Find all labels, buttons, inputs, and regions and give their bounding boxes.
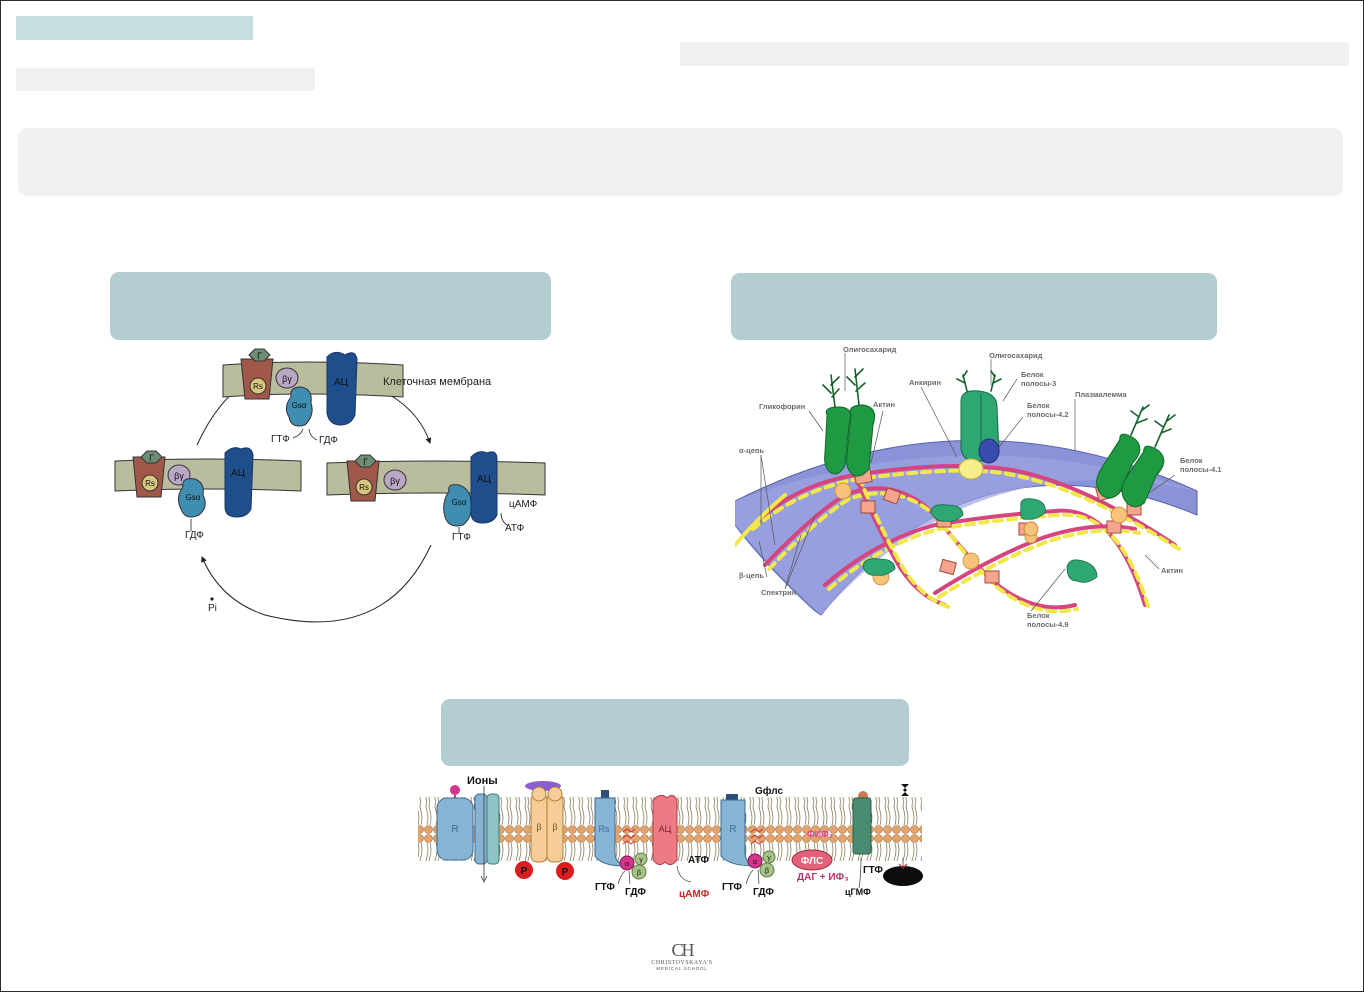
receptor-label: Rs	[253, 382, 263, 391]
gtp-label: ГТФ	[452, 532, 471, 543]
gs-label: Gsα	[292, 401, 307, 410]
glycophorin-right	[1096, 404, 1176, 508]
right-state: Г Rs βγ Gsα АЦ цАМФ АТФ ГТФ	[326, 451, 546, 543]
atp-label: АТФ	[505, 523, 525, 534]
pip2-label: ФИФ₂	[807, 829, 833, 839]
camp-label: цАМФ	[509, 499, 538, 510]
left-state: Г Rs βγ Gsα АЦ ГДФ	[114, 447, 302, 541]
ions-label: Ионы	[467, 775, 498, 787]
band3-complex	[956, 370, 1002, 480]
band41-label-line2: полосы-4.1	[1180, 465, 1222, 474]
beta-gamma-label: βγ	[282, 374, 292, 384]
glycophorin-label: Гликофорин	[759, 402, 805, 411]
gamma-label: Г	[149, 453, 154, 463]
beta-s-label-1: β	[637, 870, 641, 877]
alpha-label-2: α	[753, 859, 757, 866]
top-state: Г Rs βγ Gsα АЦ Клеточная мембрана ГТФ ГД…	[222, 348, 492, 446]
alpha-label-1: α	[625, 861, 629, 868]
membrane-label: Клеточная мембрана	[383, 376, 492, 388]
phosphate-label-2: P	[562, 867, 569, 878]
ac-label: АЦ	[334, 377, 349, 388]
gdp-label-1: ГДФ	[625, 887, 646, 898]
ac-label: АЦ	[659, 824, 672, 834]
receptor-label: Rs	[145, 479, 155, 488]
ac-label: АЦ	[231, 468, 246, 479]
spectrin-label: Спектрин	[761, 588, 796, 597]
logo-line-1: CHRISTOVSKAYA'S	[651, 960, 713, 966]
small-band3-proteins	[862, 498, 1098, 583]
gprotein-cycle-diagram: Г Rs βγ Gsα АЦ Клеточная мембрана ГТФ ГД…	[114, 348, 546, 623]
gs-label: Gsα	[186, 493, 201, 502]
g-plc-label: Gфлс	[755, 785, 784, 797]
gamma-hexagon	[248, 348, 271, 362]
actin-top-label: Актин	[873, 400, 895, 409]
beta-label-1: β	[536, 822, 541, 832]
receptor-r1-label: R	[451, 824, 458, 835]
atp-label: АТФ	[688, 855, 709, 866]
band3-label-line2: полосы-3	[1021, 379, 1056, 388]
caption-box-gprotein-cycle	[110, 272, 551, 340]
ankyrin-label: Анкирин	[909, 378, 941, 387]
beta-label-2: β	[552, 822, 557, 832]
caption-box-signaling	[441, 699, 909, 766]
phosphate-label-1: P	[521, 866, 528, 877]
band41-label-line1: Белок	[1180, 456, 1203, 465]
subtitle-placeholder	[16, 68, 315, 91]
beta-gamma-label: βγ	[390, 476, 400, 486]
gtp-label: ГТФ	[271, 434, 290, 445]
phosphate-label: Pi	[208, 603, 217, 614]
gdp-label: ГДФ	[319, 435, 338, 446]
band42-label-line2: полосы-4.2	[1027, 410, 1069, 419]
gtp-label-1: ГТФ	[595, 882, 615, 893]
band49-label-line2: полосы-4.9	[1027, 620, 1069, 629]
plc-label: ФЛС	[801, 856, 823, 867]
oligosaccharide-label-2: Олигосахарид	[989, 351, 1043, 360]
header-placeholder	[680, 42, 1349, 66]
gamma-label: Г	[257, 351, 262, 361]
gamma-label-2: γ	[767, 855, 771, 862]
logo-monogram: CH	[671, 940, 694, 960]
plasmalemma-label: Плазмалемма	[1075, 390, 1127, 399]
beta-s-label-2: β	[765, 868, 769, 875]
ac-label: АЦ	[477, 474, 492, 485]
signaling-membrane-diagram: R Ионы β β P P Rs α γ β ГТФ ГДФ АЦ АТФ ц…	[418, 775, 923, 900]
oligosaccharide-label-1: Олигосахарид	[843, 345, 897, 354]
cgmp-label: цГМФ	[845, 887, 871, 897]
actin-bottom-label: Актин	[1161, 566, 1183, 575]
beta-chain-label: β-цепь	[739, 571, 764, 580]
band3-label-line1: Белок	[1021, 370, 1044, 379]
gtp-label-3: ГТФ	[863, 865, 883, 876]
camp-label: цАМФ	[679, 889, 710, 900]
gdp-label-2: ГДФ	[753, 887, 774, 898]
caption-box-erythrocyte-membrane	[731, 273, 1217, 340]
band49-label-line1: Белок	[1027, 611, 1050, 620]
rs-label: Rs	[599, 824, 610, 834]
title-placeholder	[16, 16, 253, 40]
intro-text-placeholder	[18, 128, 1343, 196]
beta-gamma-label: βγ	[174, 471, 184, 481]
dag-ip3-label: ДАГ + ИФ₃	[797, 872, 849, 883]
school-logo: CH CHRISTOVSKAYA'S MEDICAL SCHOOL	[640, 940, 724, 971]
gamma-label: Г	[363, 457, 368, 467]
gtp-label-2: ГТФ	[722, 882, 742, 893]
gamma-label-1: γ	[639, 857, 643, 864]
band42-label-line1: Белок	[1027, 401, 1050, 410]
receptor-r2-label: R	[729, 824, 736, 835]
erythrocyte-membrane-diagram: Олигосахарид Олигосахарид Гликофорин Акт…	[735, 345, 1222, 629]
alpha-chain-label: α-цепь	[739, 446, 764, 455]
glycophorin-left	[822, 368, 876, 477]
receptor-label: Rs	[359, 483, 369, 492]
logo-line-2: MEDICAL SCHOOL	[656, 966, 708, 971]
gdp-label: ГДФ	[185, 530, 204, 541]
gs-label: Gsα	[452, 498, 467, 507]
